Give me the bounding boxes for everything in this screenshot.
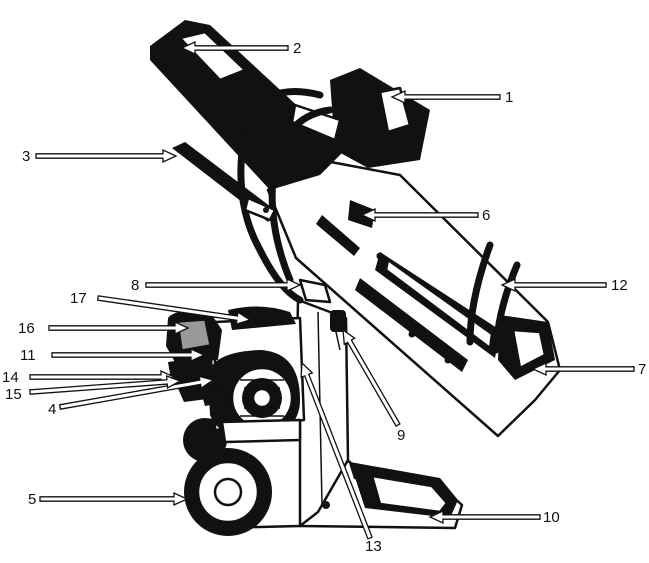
callout-label-10: 10 — [543, 509, 560, 526]
callout-17: 17 — [70, 290, 252, 326]
callout-arrow-10 — [428, 509, 541, 525]
callout-arrow-12 — [500, 277, 607, 293]
callout-13: 13 — [300, 361, 382, 555]
callout-label-4: 4 — [48, 401, 56, 418]
callout-arrow-11 — [51, 347, 206, 363]
callout-arrow-15 — [29, 375, 182, 395]
callout-label-17: 17 — [70, 290, 87, 307]
callout-7: 7 — [531, 361, 646, 378]
callout-label-2: 2 — [293, 40, 301, 57]
callout-9: 9 — [342, 328, 405, 444]
splitter-beam — [266, 158, 562, 438]
callout-15: 15 — [5, 375, 182, 403]
callout-label-14: 14 — [2, 369, 19, 386]
lever-knob — [298, 278, 346, 351]
callout-arrow-1 — [390, 89, 501, 105]
control-handle — [172, 142, 277, 222]
callout-arrow-13 — [300, 361, 373, 540]
callout-3: 3 — [22, 148, 178, 165]
callout-12: 12 — [500, 277, 628, 294]
callout-label-1: 1 — [505, 89, 513, 106]
callout-label-5: 5 — [28, 491, 36, 508]
callout-label-7: 7 — [638, 361, 646, 378]
callout-arrow-17 — [96, 295, 252, 326]
callout-arrow-2 — [180, 40, 289, 56]
callout-arrow-16 — [48, 320, 190, 336]
callout-2: 2 — [180, 40, 301, 57]
callout-arrow-3 — [35, 148, 178, 164]
callout-11: 11 — [20, 347, 206, 364]
callout-arrow-6 — [360, 207, 479, 223]
engine — [166, 306, 306, 444]
callout-5: 5 — [28, 491, 189, 508]
callout-label-9: 9 — [397, 427, 405, 444]
callout-label-6: 6 — [482, 207, 490, 224]
callout-16: 16 — [18, 320, 190, 337]
callout-8: 8 — [131, 277, 302, 294]
callout-label-13: 13 — [365, 538, 382, 555]
callout-label-3: 3 — [22, 148, 30, 165]
callout-arrow-9 — [342, 328, 401, 427]
callout-1: 1 — [390, 89, 513, 106]
log-splitter-illustration — [150, 20, 562, 536]
callout-label-8: 8 — [131, 277, 139, 294]
callout-label-15: 15 — [5, 386, 22, 403]
callout-label-16: 16 — [18, 320, 35, 337]
callout-10: 10 — [428, 509, 560, 526]
callout-label-12: 12 — [611, 277, 628, 294]
callout-arrow-5 — [39, 491, 189, 507]
callout-6: 6 — [360, 207, 490, 224]
callout-label-11: 11 — [20, 347, 36, 364]
callout-arrow-8 — [145, 277, 302, 293]
callout-arrow-7 — [531, 361, 635, 377]
